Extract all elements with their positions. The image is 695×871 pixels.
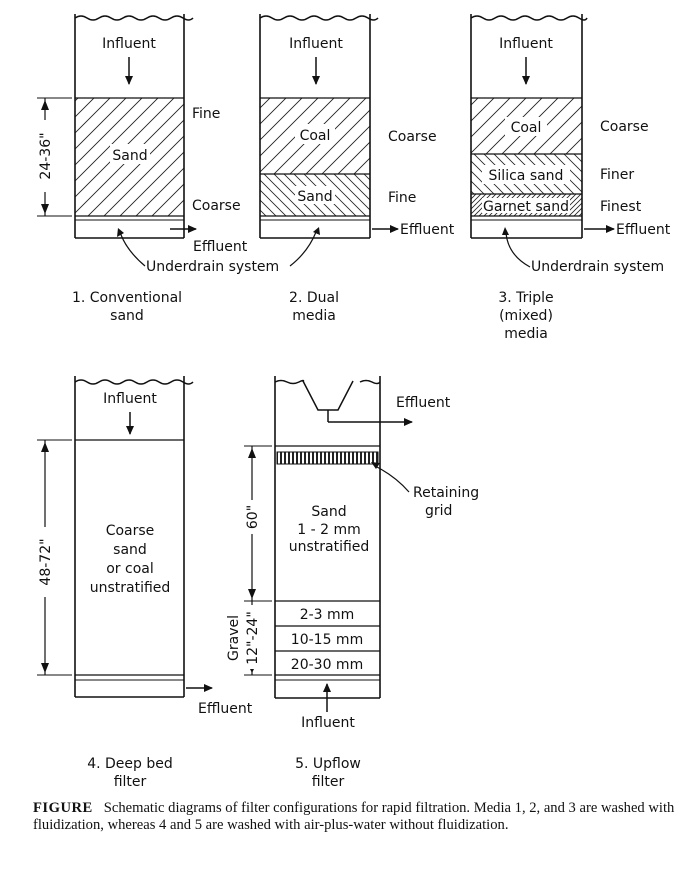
filter-5-retaining-line2: grid <box>425 503 452 519</box>
filter-3-finer-label: Finer <box>600 167 634 183</box>
filter-4-media-line2: sand <box>113 542 147 558</box>
filter-5-sand-depth-label: 60" <box>245 505 261 529</box>
filter-5-effluent-trough <box>302 380 354 411</box>
filter-5-gravel-label: Gravel <box>226 615 242 661</box>
figure-caption-label: FIGURE <box>33 800 93 816</box>
filter-1-caption-line2: sand <box>110 308 144 324</box>
filter-4-water-surface <box>74 379 194 385</box>
filter-3-effluent-label: Effluent <box>616 222 671 238</box>
filter-3-caption-line2: (mixed) <box>499 308 553 324</box>
filter-2-dual-media: Influent Coal Sand Coarse Fine Effluent … <box>259 14 455 324</box>
filter-2-influent-label: Influent <box>289 36 343 52</box>
filter-4-caption-line1: 4. Deep bed <box>87 756 173 772</box>
filter-4-media-line1: Coarse <box>106 523 155 539</box>
filter-3-silica-label: Silica sand <box>489 168 564 184</box>
filter-3-underdrain-leader <box>505 232 531 268</box>
underdrain-system-label: Underdrain system <box>146 259 279 275</box>
filter-2-coarse-label: Coarse <box>388 129 437 145</box>
filter-3-water-surface <box>470 15 588 21</box>
filter-5-caption-line2: filter <box>312 774 345 790</box>
filter-4-media-line3: or coal <box>106 561 154 577</box>
filter-1-media-label: Sand <box>112 148 147 164</box>
filter-5-retaining-grid <box>276 451 379 465</box>
filter-3-coal-label: Coal <box>511 120 542 136</box>
filter-1-caption-line1: 1. Conventional <box>72 290 182 306</box>
filter-5-media-line2: 1 - 2 mm <box>297 522 361 538</box>
filter-2-fine-label: Fine <box>388 190 416 206</box>
filter-5-gravel-depth-label: 12"-24" <box>245 611 261 665</box>
filter-4-depth-label: 48-72" <box>38 538 54 585</box>
filter-3-triple-media: Influent Coal Silica sand Garnet sand Co… <box>470 14 671 342</box>
filter-1-depth-label: 24-36" <box>38 132 54 179</box>
filter-1-underdrain-leader <box>119 231 146 267</box>
filter-2-underdrain-leader <box>289 231 317 267</box>
filter-3-underdrain-label: Underdrain system <box>531 259 664 275</box>
filter-3-caption-line1: 3. Triple <box>498 290 553 306</box>
filter-5-influent-label: Influent <box>301 715 355 731</box>
filter-2-effluent-label: Effluent <box>400 222 455 238</box>
filter-2-caption-line2: media <box>292 308 336 324</box>
filter-5-gravel-layer-3: 20-30 mm <box>291 657 363 673</box>
filter-2-coal-label: Coal <box>300 128 331 144</box>
filter-4-influent-label: Influent <box>103 391 157 407</box>
figure-caption: FIGURE Schematic diagrams of filter conf… <box>33 800 683 834</box>
filter-5-gravel-layer-2: 10-15 mm <box>291 632 363 648</box>
filter-4-caption-line2: filter <box>114 774 147 790</box>
filter-1-fine-label: Fine <box>192 106 220 122</box>
filter-5-gravel-layer-1: 2-3 mm <box>300 607 355 623</box>
filter-1-conventional-sand: Influent Sand Fine Coarse 24-36" Effluen… <box>36 14 248 324</box>
filter-3-garnet-label: Garnet sand <box>483 199 569 215</box>
filter-3-finest-label: Finest <box>600 199 642 215</box>
filter-5-media-line1: Sand <box>311 504 346 520</box>
filter-5-caption-line1: 5. Upflow <box>295 756 361 772</box>
filter-3-caption-line3: media <box>504 326 548 342</box>
filter-4-media-line4: unstratified <box>90 580 171 596</box>
filter-5-retaining-grid-leader <box>374 465 410 493</box>
filter-2-caption-line1: 2. Dual <box>289 290 339 306</box>
filter-1-effluent-label: Effluent <box>193 239 248 255</box>
filter-5-water-surface <box>274 379 381 385</box>
filter-2-water-surface <box>259 15 379 21</box>
filter-1-influent-label: Influent <box>102 36 156 52</box>
filter-3-coarse-label: Coarse <box>600 119 649 135</box>
filter-4-effluent-label: Effluent <box>198 701 253 717</box>
filter-5-retaining-line1: Retaining <box>413 485 479 501</box>
filter-3-influent-label: Influent <box>499 36 553 52</box>
filter-2-sand-label: Sand <box>297 189 332 205</box>
filter-1-coarse-label: Coarse <box>192 198 241 214</box>
filter-5-media-line3: unstratified <box>289 539 370 555</box>
filter-5-upflow: Effluent Retaining grid Sand 1 - 2 mm un… <box>226 376 479 790</box>
filter-1-water-surface <box>74 15 194 21</box>
figure-caption-text: Schematic diagrams of filter configurati… <box>33 800 675 833</box>
filter-5-effluent-label: Effluent <box>396 395 451 411</box>
filter-4-deep-bed: Influent Coarse sand or coal unstratifie… <box>36 376 253 790</box>
